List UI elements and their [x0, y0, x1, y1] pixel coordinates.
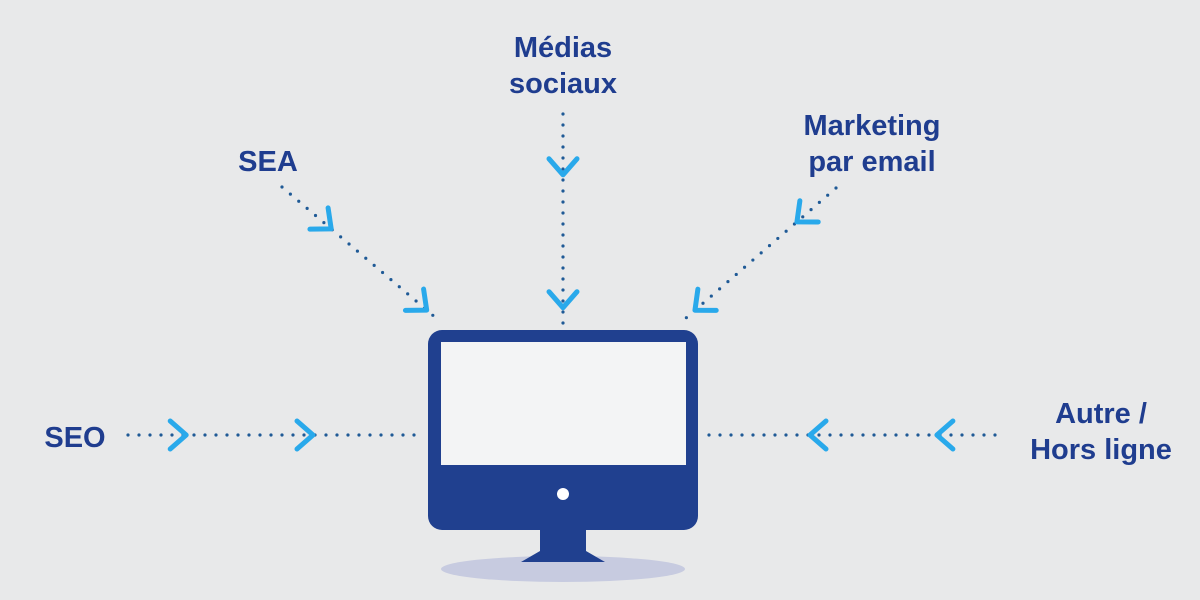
chevron-arrow-icon-sea-2 — [402, 286, 430, 313]
label-other-offline-line2: Hors ligne — [1030, 434, 1172, 466]
connector-line-email — [684, 186, 838, 320]
label-sea-text: SEA — [238, 146, 298, 178]
chevron-arrow-icon-other-2 — [807, 418, 829, 452]
chevron-arrow-icon-email-1 — [794, 198, 821, 225]
chevron-arrow-icon-seo-1 — [167, 418, 189, 452]
monitor-screen — [441, 342, 686, 465]
label-sea: SEA — [238, 144, 298, 180]
monitor-power-button — [557, 488, 569, 500]
label-seo-text: SEO — [44, 422, 106, 454]
chevron-arrow-icon-social-2 — [546, 289, 580, 311]
label-social-media: Médias sociaux — [509, 30, 617, 102]
label-social-media-line1: Médias — [513, 32, 613, 64]
chevron-arrow-icon-sea-1 — [307, 205, 334, 232]
monitor-stand — [521, 525, 605, 562]
desktop-monitor-icon — [428, 330, 698, 582]
label-social-media-line2: sociaux — [509, 68, 617, 100]
chevron-arrow-icon-email-2 — [692, 286, 719, 313]
connector-lines — [126, 112, 997, 437]
label-email-marketing-line2: par email — [808, 146, 936, 178]
chevron-arrow-icon-social-1 — [546, 156, 580, 178]
connector-arrows — [167, 156, 956, 452]
label-other-offline: Autre / Hors ligne — [1030, 396, 1172, 468]
label-email-marketing: Marketing par email — [804, 108, 941, 180]
label-other-offline-line1: Autre / — [1055, 398, 1147, 430]
connector-line-sea — [280, 185, 438, 320]
chevron-arrow-icon-seo-2 — [294, 418, 316, 452]
label-email-marketing-line1: Marketing — [803, 110, 941, 142]
chevron-arrow-icon-other-1 — [934, 418, 956, 452]
label-seo: SEO — [44, 420, 105, 456]
monitor-shadow — [441, 556, 685, 582]
